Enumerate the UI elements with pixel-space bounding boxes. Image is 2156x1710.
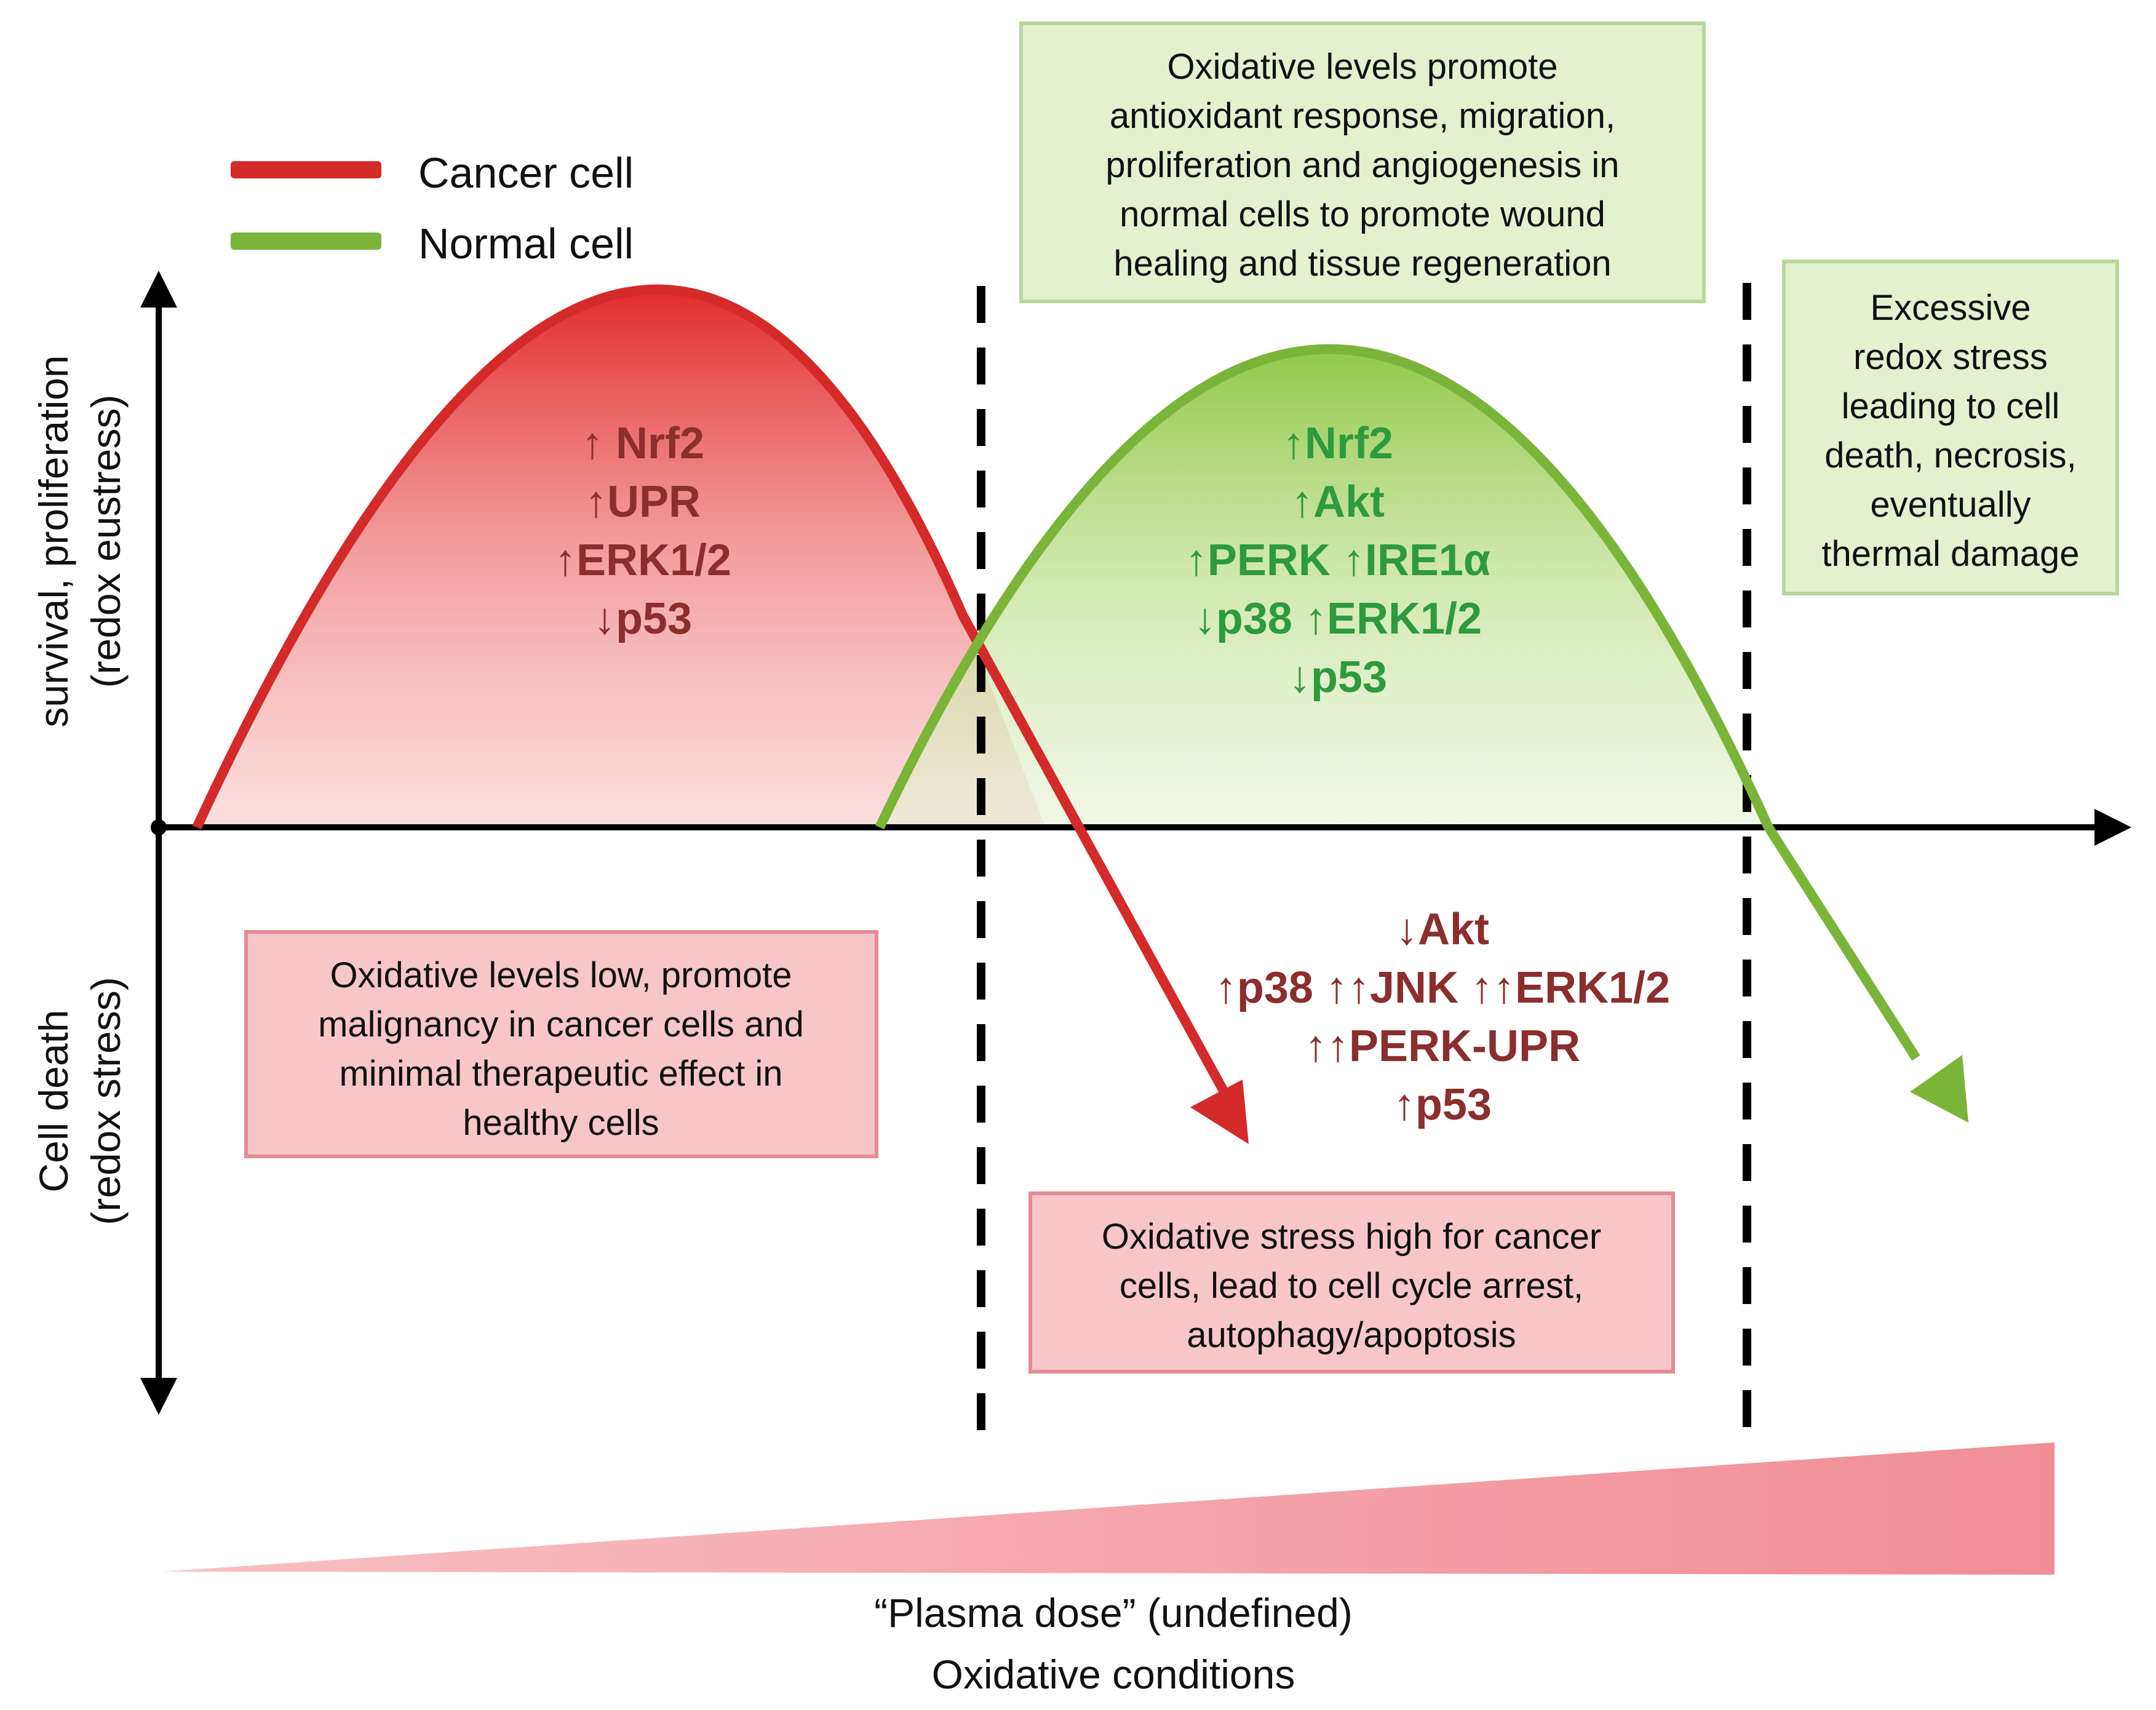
normal-marker-p38-erk: ↓p38 ↑ERK1/2 [1194, 594, 1482, 643]
green-right-line-2: redox stress [1853, 337, 2048, 377]
cancer-curve-fill [197, 289, 1046, 827]
origin-dot [151, 819, 167, 835]
cancer-death-marker-perk-upr: ↑↑PERK-UPR [1305, 1022, 1580, 1071]
y-axis-lower-label: Cell death (redox stress) [31, 977, 129, 1225]
green-right-line-3: leading to cell [1842, 386, 2060, 426]
y-upper-label-line-2: (redox eustress) [83, 395, 129, 688]
pink-left-line-4: healthy cells [463, 1103, 659, 1143]
cancer-marker-p53: ↓p53 [594, 594, 692, 643]
cancer-curve-arrowhead [1190, 1080, 1249, 1144]
normal-marker-akt: ↑Akt [1291, 477, 1385, 527]
pink-bottom-line-1: Oxidative stress high for cancer [1102, 1217, 1601, 1257]
cancer-death-marker-akt: ↓Akt [1396, 905, 1489, 954]
pink-bottom-line-2: cells, lead to cell cycle arrest, [1120, 1266, 1583, 1306]
normal-curve-line [875, 344, 1920, 1061]
x-label-line-1: “Plasma dose” (undefined) [874, 1590, 1353, 1636]
normal-legend-swatch [231, 233, 381, 250]
normal-marker-perk-ire1a: ↑PERK ↑IRE1α [1185, 536, 1490, 585]
y-axis-upper-label: survival, proliferation (redox eustress) [31, 355, 129, 727]
y-upper-label-line-1: survival, proliferation [31, 355, 76, 727]
pink-left-box: Oxidative levels low, promote malignancy… [244, 930, 878, 1158]
normal-marker-nrf2: ↑Nrf2 [1283, 419, 1393, 468]
pink-left-line-3: minimal therapeutic effect in [339, 1054, 782, 1094]
cancer-markers-down: ↓Akt ↑p38 ↑↑JNK ↑↑ERK1/2 ↑↑PERK-UPR ↑p53 [1215, 905, 1670, 1129]
green-right-line-5: eventually [1870, 485, 2031, 525]
normal-curve-arrowhead [1910, 1055, 1968, 1123]
legend: Cancer cell Normal cell [231, 149, 634, 268]
dose-wedge [163, 1442, 2055, 1575]
pink-left-line-1: Oxidative levels low, promote [330, 955, 792, 995]
cancer-legend-swatch [231, 161, 381, 178]
axes [140, 271, 2131, 1415]
cancer-markers-up: ↑ Nrf2 ↑UPR ↑ERK1/2 ↓p53 [554, 419, 731, 643]
green-top-line-5: healing and tissue regeneration [1113, 244, 1611, 284]
normal-legend-label: Normal cell [418, 220, 634, 268]
green-right-box: Excessive redox stress leading to cell d… [1782, 260, 2119, 595]
green-top-line-3: proliferation and angiogenesis in [1105, 145, 1619, 185]
pink-bottom-box: Oxidative stress high for cancer cells, … [1028, 1191, 1675, 1374]
cancer-marker-erk: ↑ERK1/2 [554, 536, 731, 585]
y-lower-label-line-2: (redox stress) [83, 977, 129, 1225]
pink-left-line-2: malignancy in cancer cells and [318, 1004, 804, 1044]
green-top-line-1: Oxidative levels promote [1167, 47, 1557, 87]
green-top-box: Oxidative levels promote antioxidant res… [1019, 22, 1706, 303]
green-top-line-2: antioxidant response, migration, [1110, 96, 1615, 136]
normal-markers-up: ↑Nrf2 ↑Akt ↑PERK ↑IRE1α ↓p38 ↑ERK1/2 ↓p5… [1185, 419, 1490, 702]
cancer-legend-label: Cancer cell [418, 149, 634, 197]
normal-marker-p53: ↓p53 [1289, 653, 1387, 702]
x-label-line-2: Oxidative conditions [932, 1652, 1295, 1697]
cancer-death-marker-p38-jnk-erk: ↑p38 ↑↑JNK ↑↑ERK1/2 [1215, 963, 1670, 1012]
y-lower-label-line-1: Cell death [31, 1009, 76, 1192]
green-top-line-4: normal cells to promote wound [1120, 194, 1605, 234]
green-right-line-6: thermal damage [1821, 534, 2079, 574]
cancer-curve-line [192, 284, 1229, 1094]
pink-bottom-line-3: autophagy/apoptosis [1187, 1315, 1516, 1355]
cancer-death-marker-p53: ↑p53 [1393, 1080, 1492, 1129]
green-right-line-1: Excessive [1870, 288, 2031, 328]
cancer-marker-upr: ↑UPR [585, 477, 701, 527]
green-right-line-4: death, necrosis, [1824, 435, 2076, 475]
cancer-marker-nrf2: ↑ Nrf2 [581, 419, 704, 468]
